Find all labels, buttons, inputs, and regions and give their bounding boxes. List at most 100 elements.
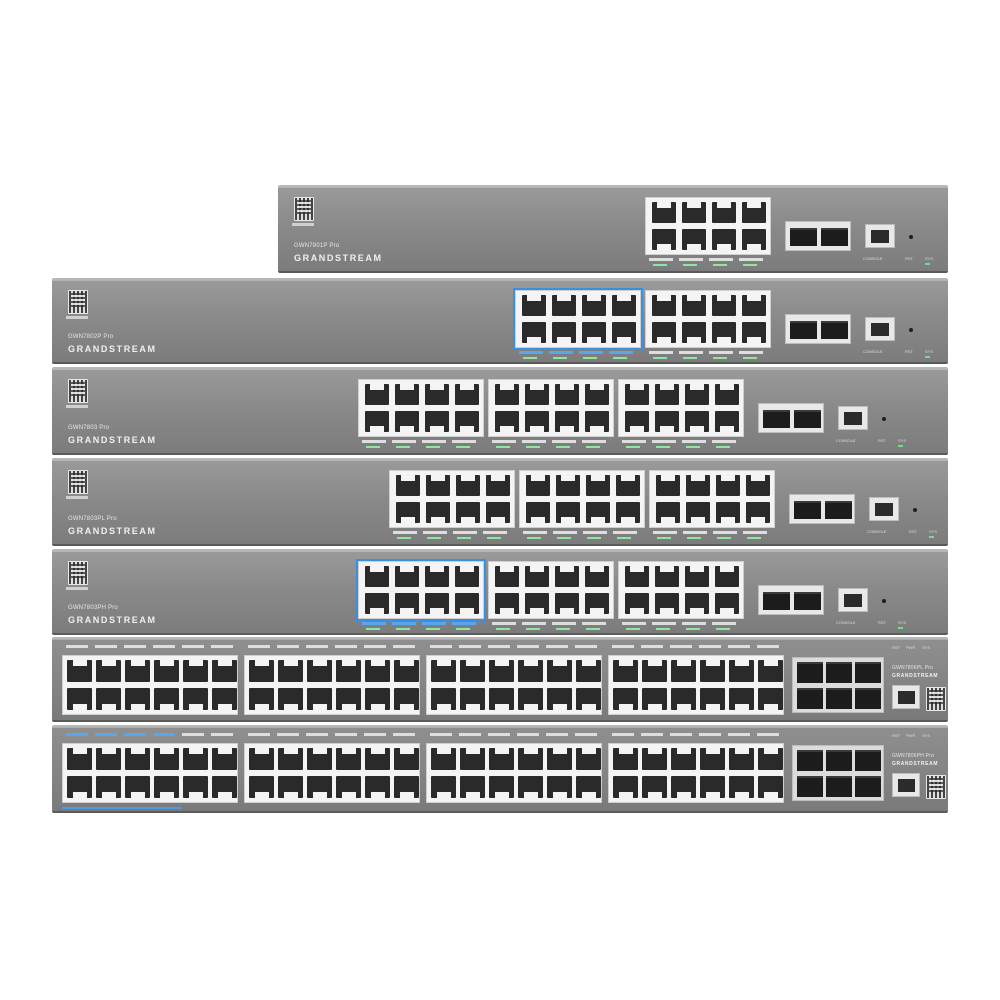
sfp-port[interactable] — [855, 750, 881, 771]
rj45-port[interactable] — [547, 748, 572, 770]
rj45-port[interactable] — [746, 475, 770, 496]
rj45-port[interactable] — [700, 688, 725, 711]
rj45-port[interactable] — [625, 411, 649, 432]
rj45-port[interactable] — [656, 502, 680, 523]
console-port[interactable] — [875, 503, 893, 516]
rj45-port[interactable] — [655, 566, 679, 587]
rj45-port[interactable] — [742, 202, 766, 223]
rj45-port[interactable] — [67, 660, 92, 682]
rj45-port[interactable] — [486, 475, 510, 496]
rj45-port[interactable] — [613, 688, 638, 711]
rj45-port[interactable] — [655, 411, 679, 432]
rj45-port[interactable] — [716, 502, 740, 523]
rj45-port[interactable] — [460, 748, 485, 770]
rj45-port[interactable] — [125, 748, 150, 770]
rj45-port[interactable] — [495, 411, 519, 432]
sfp-port[interactable] — [794, 501, 821, 519]
rj45-port[interactable] — [656, 475, 680, 496]
rj45-port[interactable] — [582, 322, 606, 343]
rj45-port[interactable] — [396, 502, 420, 523]
rj45-port[interactable] — [758, 776, 783, 799]
rj45-port[interactable] — [495, 593, 519, 614]
rj45-port[interactable] — [729, 688, 754, 711]
rj45-port[interactable] — [183, 748, 208, 770]
sfp-port[interactable] — [797, 750, 823, 771]
rj45-port[interactable] — [336, 776, 361, 799]
rj45-port[interactable] — [742, 322, 766, 343]
rj45-port[interactable] — [249, 688, 274, 711]
rj45-port[interactable] — [336, 748, 361, 770]
rj45-port[interactable] — [642, 776, 667, 799]
rj45-port[interactable] — [712, 322, 736, 343]
rj45-port[interactable] — [394, 776, 419, 799]
rj45-port[interactable] — [183, 660, 208, 682]
rj45-port[interactable] — [125, 688, 150, 711]
rj45-port[interactable] — [212, 660, 237, 682]
rj45-port[interactable] — [642, 748, 667, 770]
rj45-port[interactable] — [67, 748, 92, 770]
rj45-port[interactable] — [655, 384, 679, 405]
rj45-port[interactable] — [278, 688, 303, 711]
rj45-port[interactable] — [671, 660, 696, 682]
rj45-port[interactable] — [671, 776, 696, 799]
rj45-port[interactable] — [249, 748, 274, 770]
rj45-port[interactable] — [489, 776, 514, 799]
rj45-port[interactable] — [716, 475, 740, 496]
rj45-port[interactable] — [613, 776, 638, 799]
rj45-port[interactable] — [556, 502, 580, 523]
rj45-port[interactable] — [278, 660, 303, 682]
rj45-port[interactable] — [685, 384, 709, 405]
rj45-port[interactable] — [431, 776, 456, 799]
rj45-port[interactable] — [642, 660, 667, 682]
rj45-port[interactable] — [682, 202, 706, 223]
rj45-port[interactable] — [154, 748, 179, 770]
rj45-port[interactable] — [522, 295, 546, 316]
rj45-port[interactable] — [365, 411, 389, 432]
sfp-port[interactable] — [794, 592, 821, 610]
sfp-port[interactable] — [826, 776, 852, 797]
rj45-port[interactable] — [625, 566, 649, 587]
rj45-port[interactable] — [547, 660, 572, 682]
rj45-port[interactable] — [212, 688, 237, 711]
rj45-port[interactable] — [712, 295, 736, 316]
rj45-port[interactable] — [525, 593, 549, 614]
rj45-port[interactable] — [96, 748, 121, 770]
rj45-port[interactable] — [625, 384, 649, 405]
rj45-port[interactable] — [336, 688, 361, 711]
rj45-port[interactable] — [712, 202, 736, 223]
sfp-port[interactable] — [855, 776, 881, 797]
rj45-port[interactable] — [460, 660, 485, 682]
sfp-port[interactable] — [790, 228, 817, 246]
rj45-port[interactable] — [307, 688, 332, 711]
rj45-port[interactable] — [455, 566, 479, 587]
rj45-port[interactable] — [489, 748, 514, 770]
rj45-port[interactable] — [576, 660, 601, 682]
rj45-port[interactable] — [154, 660, 179, 682]
console-port[interactable] — [871, 230, 889, 243]
rj45-port[interactable] — [552, 295, 576, 316]
rj45-port[interactable] — [729, 776, 754, 799]
rj45-port[interactable] — [642, 688, 667, 711]
rj45-port[interactable] — [495, 566, 519, 587]
rj45-port[interactable] — [426, 475, 450, 496]
rj45-port[interactable] — [212, 748, 237, 770]
console-port[interactable] — [898, 779, 915, 792]
rj45-port[interactable] — [685, 566, 709, 587]
rj45-port[interactable] — [576, 688, 601, 711]
rj45-port[interactable] — [522, 322, 546, 343]
rj45-port[interactable] — [715, 593, 739, 614]
rj45-port[interactable] — [585, 411, 609, 432]
console-port[interactable] — [871, 323, 889, 336]
rj45-port[interactable] — [183, 776, 208, 799]
sfp-port[interactable] — [797, 776, 823, 797]
rj45-port[interactable] — [518, 748, 543, 770]
rj45-port[interactable] — [652, 295, 676, 316]
rj45-port[interactable] — [682, 322, 706, 343]
rj45-port[interactable] — [585, 566, 609, 587]
rj45-port[interactable] — [742, 295, 766, 316]
rj45-port[interactable] — [700, 748, 725, 770]
rj45-port[interactable] — [395, 411, 419, 432]
rj45-port[interactable] — [455, 384, 479, 405]
rj45-port[interactable] — [700, 776, 725, 799]
rj45-port[interactable] — [715, 411, 739, 432]
